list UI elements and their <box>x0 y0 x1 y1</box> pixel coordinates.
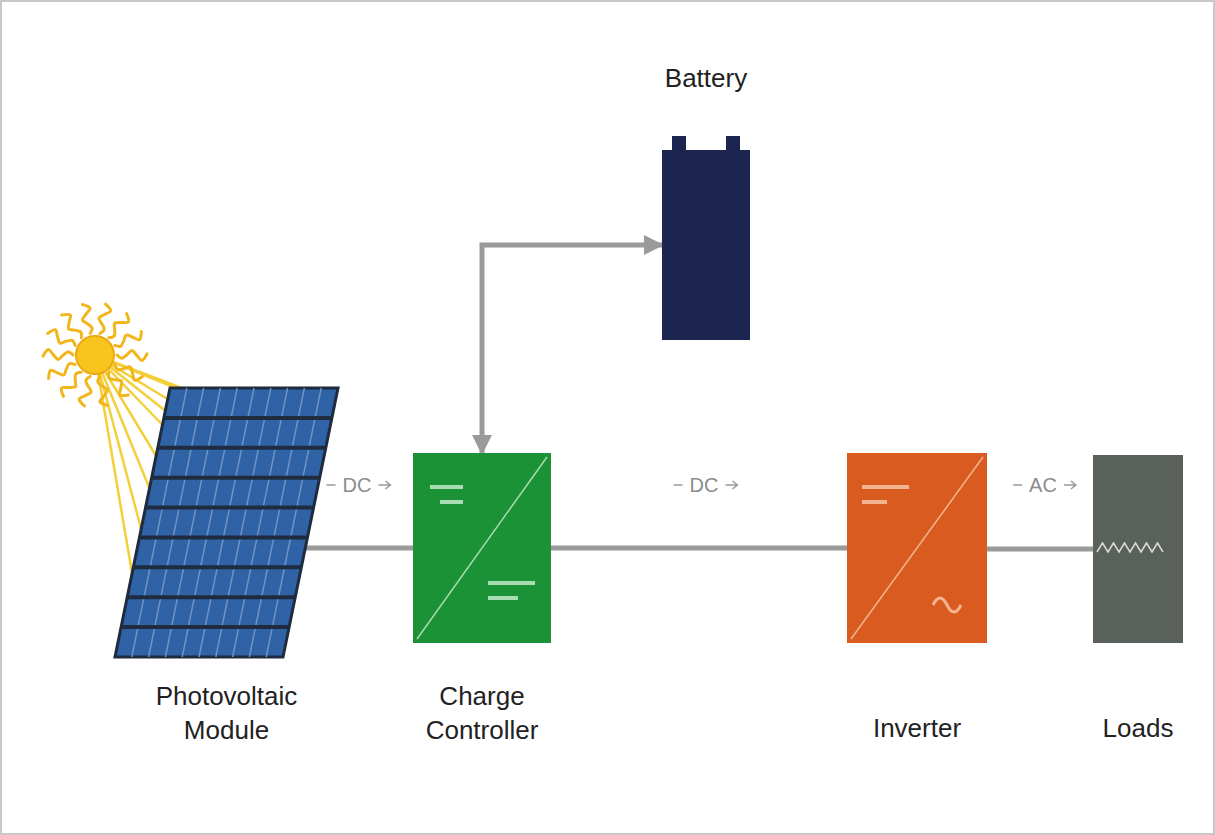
component-label: Inverter <box>817 712 1017 746</box>
battery-terminal <box>672 136 686 151</box>
connector <box>549 546 847 551</box>
load-node: Loads <box>1093 455 1183 643</box>
panel-grid <box>152 476 320 480</box>
panel-grid <box>164 416 332 420</box>
panel-grid <box>216 388 271 657</box>
battery-shape <box>662 150 750 340</box>
conv-drawing <box>413 453 551 643</box>
sun-flare <box>115 365 142 381</box>
diagonal <box>851 457 983 639</box>
sun-flare <box>99 304 111 333</box>
panel-grid <box>182 388 237 657</box>
panel-grid <box>249 388 304 657</box>
dc-symbol <box>440 500 463 504</box>
signal-label: DC <box>341 473 374 497</box>
panel <box>115 388 338 657</box>
connector <box>482 245 662 453</box>
label-arrow <box>378 481 390 489</box>
sun-flare <box>62 314 82 337</box>
battery-node: Battery <box>662 150 750 340</box>
panel-grid <box>139 535 307 539</box>
connector <box>985 547 1093 552</box>
panel-grid <box>233 388 288 657</box>
dc-symbol <box>488 596 518 600</box>
sun-flare <box>98 376 108 405</box>
inv-drawing <box>847 453 987 643</box>
panel-grid <box>165 388 220 657</box>
battery-terminal <box>726 136 740 151</box>
conv-node: Charge Controller <box>413 453 551 643</box>
component-label: Loads <box>1058 712 1215 746</box>
panel-grid <box>121 625 289 629</box>
sun-flare <box>48 330 75 346</box>
connector <box>303 546 413 551</box>
conv-shape <box>413 453 551 643</box>
panel-grid <box>146 506 314 510</box>
signal-label: DC <box>688 473 721 497</box>
label-arrow <box>725 481 737 489</box>
label-dash <box>327 484 336 486</box>
sun-flare <box>117 351 147 361</box>
load-drawing <box>1093 455 1183 643</box>
dc-symbol <box>488 581 535 585</box>
sun <box>76 336 114 374</box>
sun-flare <box>115 331 142 346</box>
inv-node: Inverter <box>847 453 987 643</box>
diagonal <box>417 457 547 639</box>
panel-grid <box>266 388 321 657</box>
sun-flare <box>82 305 92 334</box>
sun-flare <box>43 349 73 359</box>
dc-symbol <box>430 485 463 489</box>
panel-grid <box>158 446 326 450</box>
load-shape <box>1093 455 1183 643</box>
component-label: Photovoltaic Module <box>127 680 327 748</box>
inv-shape <box>847 453 987 643</box>
resistor-symbol <box>1097 543 1163 552</box>
ac-symbol <box>933 598 961 612</box>
panel-grid <box>127 595 295 599</box>
sun-flare <box>49 364 76 379</box>
component-label: Charge Controller <box>382 680 582 748</box>
label-dash <box>674 484 683 486</box>
sun-flare <box>109 372 129 395</box>
panel-grid <box>149 388 204 657</box>
signal-label: AC <box>1027 473 1059 497</box>
sun-flare <box>79 376 91 405</box>
panel-grid <box>199 388 254 657</box>
pv-shape <box>115 388 338 657</box>
dc-symbol <box>862 500 887 504</box>
dc-symbol <box>862 485 909 489</box>
pv-drawing <box>115 388 338 657</box>
pv-node: Photovoltaic Module <box>115 388 338 657</box>
component-label: Battery <box>606 62 806 96</box>
panel-grid <box>132 388 187 657</box>
label-dash <box>1013 484 1022 486</box>
battery-drawing <box>662 150 750 340</box>
label-arrow <box>1064 481 1076 489</box>
panel-grid <box>133 565 301 569</box>
